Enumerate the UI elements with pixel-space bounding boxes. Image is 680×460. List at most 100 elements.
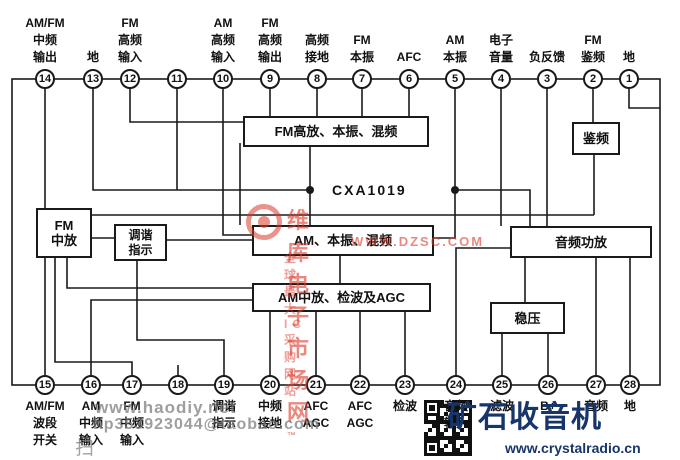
pin-9: 9 (260, 69, 280, 89)
pin-15-label-line: AM/FM (25, 399, 65, 413)
pin-4-label-line: 音量 (488, 50, 513, 64)
pin-7: 7 (352, 69, 372, 89)
block-discriminator: 鉴频 (572, 122, 620, 155)
block-am-if-detector-agc: AM中放、检波及AGC (252, 283, 431, 312)
pin-22-label-line: AGC (346, 416, 374, 430)
pin-19-label: 调谐指示 (194, 398, 254, 456)
pin-9-label-line: 高频 (257, 33, 282, 47)
pin-1-label-line: 地 (622, 50, 635, 64)
pin-5-label-line: AM (445, 33, 465, 47)
pin-12: 12 (120, 69, 140, 89)
pin-6-label-line: AFC (396, 50, 422, 64)
pin-10-label-line: 输入 (210, 50, 235, 64)
pin-20-label-line: 接地 (257, 416, 282, 430)
pin-2-label-line: 鉴频 (580, 50, 605, 64)
pin-15: 15 (35, 375, 55, 395)
pin-24-label-line: 输入 (443, 416, 468, 430)
pin-5: 5 (445, 69, 465, 89)
pin-14: 14 (35, 69, 55, 89)
pin-17-label-line: FM (123, 399, 141, 413)
pin-28-label-line: 地 (623, 399, 636, 413)
pin-25: 25 (492, 375, 512, 395)
pin-14-label-line: AM/FM (25, 16, 65, 30)
pin-21-label-line: AFC (303, 399, 329, 413)
pin-28-label: 地 (600, 398, 660, 456)
junction-dot (306, 186, 314, 194)
crystalradio-logo: 矿石收音机 (447, 401, 602, 434)
crystalradio-url: www.crystalradio.cn (505, 440, 641, 456)
pin-10-label: AM 高频输入 (193, 4, 253, 66)
pin-12-label-line: 高频 (117, 33, 142, 47)
pin-16: 16 (81, 375, 101, 395)
pin-8-label-line: 高频 (304, 33, 329, 47)
pin-14-label-line: 中频 (32, 33, 57, 47)
pin-13-label-line: 地 (86, 50, 99, 64)
pin-3-label: 负反馈 (517, 4, 577, 66)
pin-26: 26 (538, 375, 558, 395)
pin-19-label-line: 调谐 (211, 399, 236, 413)
pin-21: 21 (306, 375, 326, 395)
pin-24-label-line: 音频 (443, 399, 468, 413)
pin-18: 18 (168, 375, 188, 395)
pin-22-label: AFC AGC (330, 398, 390, 456)
pin-21-label-line: AGC (302, 416, 330, 430)
pin-13: 13 (83, 69, 103, 89)
pin-2-label-line: FM (584, 33, 602, 47)
pin-9-label-line: 输出 (257, 50, 282, 64)
pin-7-label-line: 本振 (349, 50, 374, 64)
pin-12-label-line: FM (121, 16, 139, 30)
pin-20-label-line: 中频 (257, 399, 282, 413)
pin-4: 4 (491, 69, 511, 89)
pin-17: 17 (122, 375, 142, 395)
pin-4-label: 电子音量 (471, 4, 531, 66)
chip-outline-and-wires (11, 78, 661, 386)
pin-11: 11 (167, 69, 187, 89)
pin-12-label-line: 输入 (117, 50, 142, 64)
block-fm-front-end: FM高放、本振、混频 (243, 116, 429, 147)
block-fm-if: FM 中放 (36, 208, 92, 258)
pin-28: 28 (620, 375, 640, 395)
pin-3: 3 (537, 69, 557, 89)
pin-20-label: 中频接地 (240, 398, 300, 456)
pin-21-label: AFC AGC (286, 398, 346, 456)
pin-24: 24 (446, 375, 466, 395)
pin-7-label-line: FM (353, 33, 371, 47)
pin-27-label: 音频 (566, 398, 626, 456)
junction-dots (306, 186, 459, 194)
qr-code (424, 398, 472, 460)
junction-dot (451, 186, 459, 194)
pin-27: 27 (586, 375, 606, 395)
pin-22-label-line: AFC (347, 399, 373, 413)
pin-25-label-line: 滤波 (489, 399, 514, 413)
pin-14-label-line: 输出 (32, 50, 57, 64)
pin-16-label-line: 输入 (78, 433, 103, 447)
block-audio-amplifier: 音频功放 (510, 226, 652, 258)
pin-4-label-line: 电子 (488, 33, 513, 47)
qr-modules (424, 400, 472, 456)
pin-1: 1 (619, 69, 639, 89)
pin-7-label: FM 本振 (332, 4, 392, 66)
pin-2: 2 (583, 69, 603, 89)
pin-17-label-line: 输入 (119, 433, 144, 447)
pin-19-label-line: 指示 (211, 416, 236, 430)
pin-20: 20 (260, 375, 280, 395)
chip-outline (11, 78, 661, 386)
pin-6-label: AFC (379, 4, 439, 66)
pin-27-label-line: 音频 (583, 399, 608, 413)
pin-10-label-line: AM (213, 16, 233, 30)
pin-3-label-line: 负反馈 (528, 50, 565, 64)
pin-15-label-line: 波段 (32, 416, 57, 430)
block-regulator: 稳压 (490, 302, 565, 334)
block-am-mixer: AM、本振、混频 (252, 225, 434, 256)
chip-model-label: CXA1019 (332, 182, 407, 198)
pin-10-label-line: 高频 (210, 33, 235, 47)
pin-6: 6 (399, 69, 419, 89)
block-tuning-indicator: 调谐 指示 (114, 224, 167, 261)
pin-26-label: B+ (518, 398, 578, 456)
